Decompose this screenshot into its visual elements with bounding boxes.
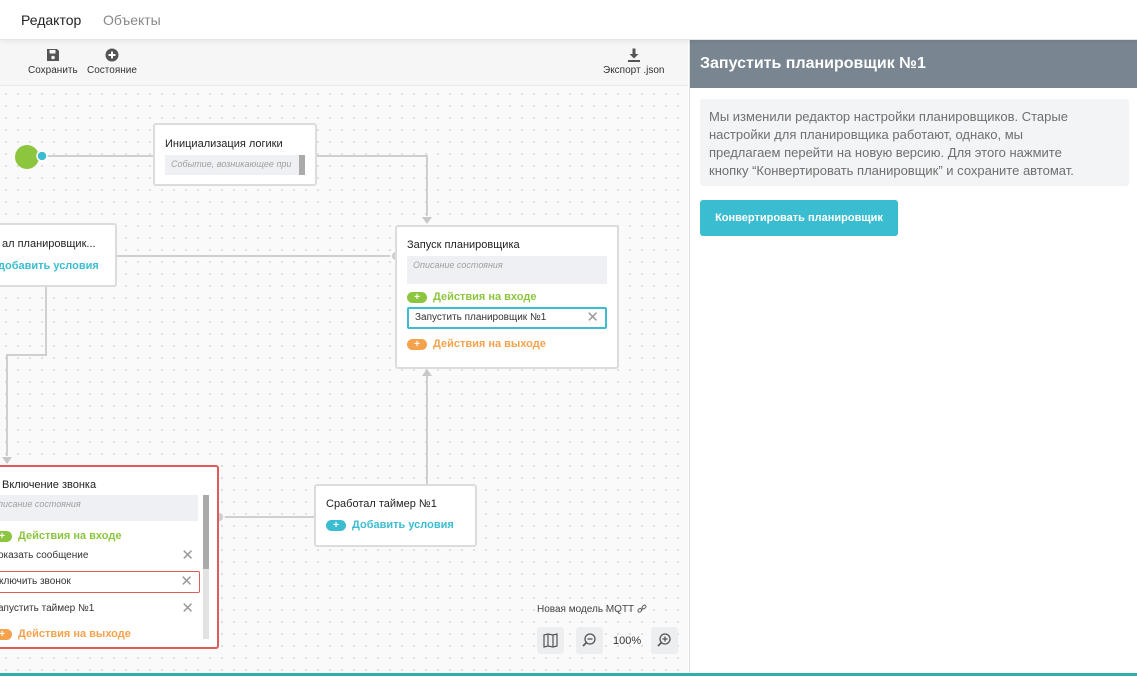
zoom-level: 100% [613, 635, 642, 647]
exit-actions-label: Действия на выходе [433, 338, 546, 350]
node-title: Включение звонка [2, 479, 97, 491]
scrollbar[interactable] [203, 495, 209, 569]
save-label: Сохранить [28, 65, 78, 76]
add-state-button[interactable]: Состояние [87, 48, 137, 76]
node-description: писание состояния [0, 495, 198, 521]
node-bell-on[interactable]: Включение звонка писание состояния + Дейс… [0, 465, 219, 649]
entry-actions-label: Действия на входе [433, 291, 537, 303]
save-button[interactable]: Сохранить [28, 48, 78, 76]
plus-icon: + [0, 628, 12, 640]
add-condition-link[interactable]: добавить условия [0, 260, 99, 272]
exit-actions-button[interactable]: + Действия на выходе [407, 338, 546, 350]
plus-circle-icon [105, 48, 119, 62]
scrollbar-track [203, 569, 209, 639]
node-planner-event[interactable]: ал планировщик... добавить условия [0, 223, 117, 287]
scrollbar[interactable] [299, 155, 305, 175]
plus-icon: + [407, 338, 427, 350]
node-title: Инициализация логики [165, 138, 283, 150]
close-icon[interactable]: ✕ [180, 573, 193, 590]
info-line: предлагаем перейти на новую версию. Для … [709, 145, 1062, 160]
plus-icon: + [407, 291, 427, 303]
entry-actions-label: Действия на входе [18, 530, 122, 542]
info-line: Мы изменили редактор настройки планировщ… [709, 109, 1068, 124]
action-item-selected[interactable]: Запустить планировщик №1 ✕ [407, 307, 607, 329]
export-json-button[interactable]: Экспорт .json [603, 48, 664, 76]
panel-title: Запустить планировщик №1 [700, 55, 926, 72]
info-line: кнопку “Конвертировать планировщик” и со… [709, 163, 1074, 178]
action-label: оказать сообщение [0, 550, 89, 561]
action-item-active[interactable]: ключить звонок ✕ [0, 571, 200, 593]
action-item[interactable]: апустить таймер №1 ✕ [0, 598, 200, 620]
map-icon [543, 633, 558, 648]
add-condition-label: Добавить условия [352, 519, 454, 531]
close-icon[interactable]: ✕ [181, 600, 194, 617]
exit-actions-label: Действия на выходе [18, 628, 131, 640]
close-icon[interactable]: ✕ [181, 547, 194, 564]
exit-actions-button[interactable]: + Действия на выходе [0, 628, 131, 640]
link-icon[interactable] [637, 604, 647, 614]
plus-icon: + [0, 530, 12, 542]
download-icon [627, 48, 640, 62]
export-label: Экспорт .json [603, 65, 665, 76]
tab-objects[interactable]: Объекты [103, 12, 161, 28]
start-port[interactable] [36, 150, 48, 162]
node-title: ал планировщик... [2, 238, 96, 250]
model-name: Новая модель MQTT [537, 604, 647, 615]
action-label: Запустить планировщик №1 [415, 312, 547, 323]
bottom-accent-line [0, 673, 1137, 676]
info-message: Мы изменили редактор настройки планировщ… [700, 99, 1129, 186]
convert-planner-button[interactable]: Конвертировать планировщик [700, 200, 898, 236]
node-description: Событие, возникающее при [165, 155, 305, 175]
entry-actions-button[interactable]: + Действия на входе [0, 530, 121, 542]
zoom-out-icon [582, 633, 596, 647]
close-icon[interactable]: ✕ [586, 309, 599, 326]
connection-lines [2, 145, 432, 523]
properties-panel: Запустить планировщик №1 Мы изменили ред… [689, 40, 1137, 676]
editor-toolbar: Сохранить Состояние Экспорт .json [0, 40, 688, 86]
node-planner-start[interactable]: Запуск планировщика Описание состояния +… [395, 225, 619, 369]
node-title: Сработал таймер №1 [326, 498, 437, 510]
tab-editor[interactable]: Редактор [21, 12, 82, 28]
info-line: настройки для планировщика работают, одн… [709, 127, 1023, 142]
save-icon [46, 49, 59, 61]
start-node[interactable] [15, 145, 39, 169]
add-condition-button[interactable]: + Добавить условия [326, 519, 454, 531]
zoom-in-icon [657, 633, 671, 647]
state-label: Состояние [87, 65, 137, 76]
action-label: апустить таймер №1 [0, 603, 95, 614]
action-label: ключить звонок [0, 576, 71, 587]
node-init-logic[interactable]: Инициализация логики Событие, возникающе… [153, 123, 317, 186]
logic-canvas[interactable]: Сохранить Состояние Экспорт .json [0, 40, 688, 676]
top-tab-bar: Редактор Объекты [0, 0, 1137, 40]
plus-icon: + [326, 519, 346, 531]
panel-header: Запустить планировщик №1 [690, 40, 1137, 88]
node-timer-fired[interactable]: Сработал таймер №1 + Добавить условия [314, 484, 477, 547]
zoom-out-button[interactable] [576, 627, 603, 654]
node-title: Запуск планировщика [407, 239, 520, 251]
action-item[interactable]: оказать сообщение ✕ [0, 545, 200, 567]
model-name-label: Новая модель MQTT [537, 604, 634, 615]
map-button[interactable] [537, 627, 564, 654]
entry-actions-button[interactable]: + Действия на входе [407, 291, 536, 303]
node-description: Описание состояния [407, 256, 607, 284]
zoom-in-button[interactable] [651, 627, 678, 654]
